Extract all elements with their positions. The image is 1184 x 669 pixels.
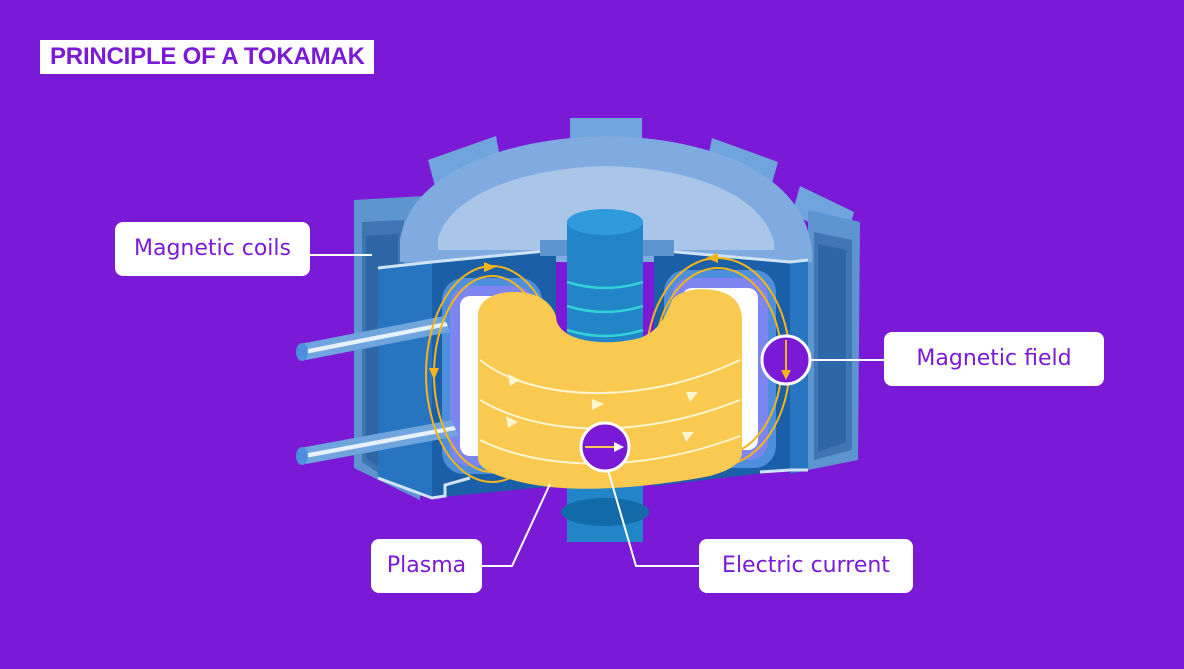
top-ring [400,136,812,262]
injection-pipes [296,316,458,465]
label-magnetic-coils: Magnetic coils [115,222,310,276]
coil-wall-right [808,210,860,470]
current-callout [579,421,631,473]
leader-current [607,469,699,567]
label-magnetic-field: Magnetic field [884,332,1104,386]
label-electric-current: Electric current [699,539,913,593]
plasma-torus [478,289,742,489]
field-callout [760,334,812,386]
label-plasma: Plasma [371,539,482,593]
leader-lines [310,254,884,567]
diagram-title: PRINCIPLE OF A TOKAMAK [40,40,374,74]
leader-plasma [482,483,551,567]
